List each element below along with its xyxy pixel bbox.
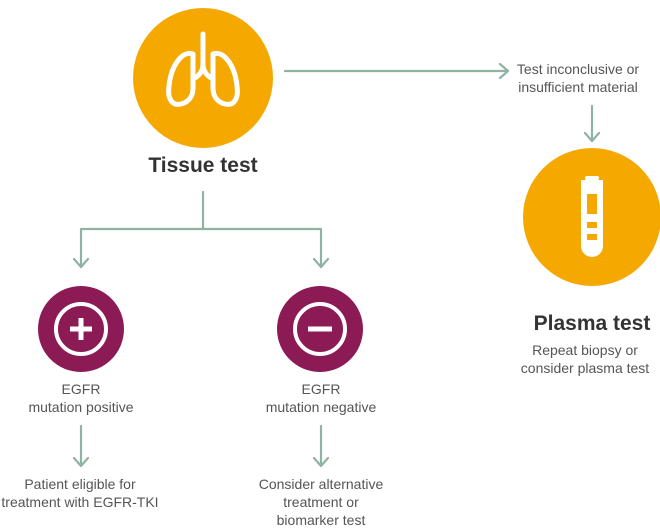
positive-outcome-line-2: treatment with EGFR-TKI [1,494,159,510]
negative-outcome-line-3: biomarker test [276,512,366,528]
positive-line-2: mutation positive [28,399,134,415]
lungs-icon [166,31,240,107]
tissue-test-title: Tissue test [148,154,258,177]
branch-connector [72,190,330,269]
positive-outcome: Patient eligible for treatment with EGFR… [0,475,160,511]
negative-outcome-line-2: treatment or [283,494,359,510]
mutation-negative-circle [277,286,363,372]
plasma-test-description: Repeat biopsy or consider plasma test [510,341,660,377]
negative-line-2: mutation negative [265,399,377,415]
plus-icon [54,302,108,356]
positive-outcome-line-1: Patient eligible for [24,476,136,492]
arrow-inconclusive-to-plasma [583,104,601,143]
inconclusive-line-1: Test inconclusive or [516,61,640,77]
test-tube-icon [581,176,603,257]
inconclusive-line-2: insufficient material [518,79,638,95]
plasma-line-2: consider plasma test [520,360,650,376]
mutation-positive-label: EGFR mutation positive [6,380,156,416]
negative-outcome-line-1: Consider alternative [258,476,384,492]
plasma-test-circle [523,148,660,286]
negative-outcome: Consider alternative treatment or biomar… [241,475,401,529]
minus-icon [293,302,347,356]
mutation-positive-circle [38,286,124,372]
inconclusive-text: Test inconclusive or insufficient materi… [498,60,658,96]
negative-line-1: EGFR [301,381,341,397]
mutation-negative-label: EGFR mutation negative [246,380,396,416]
positive-line-1: EGFR [61,381,101,397]
arrow-positive-to-outcome [72,424,90,468]
tissue-test-circle [133,8,273,148]
arrow-tissue-to-inconclusive [283,62,510,80]
arrow-negative-to-outcome [312,424,330,468]
plasma-test-title: Plasma test [533,312,651,335]
plasma-line-1: Repeat biopsy or [532,342,638,358]
